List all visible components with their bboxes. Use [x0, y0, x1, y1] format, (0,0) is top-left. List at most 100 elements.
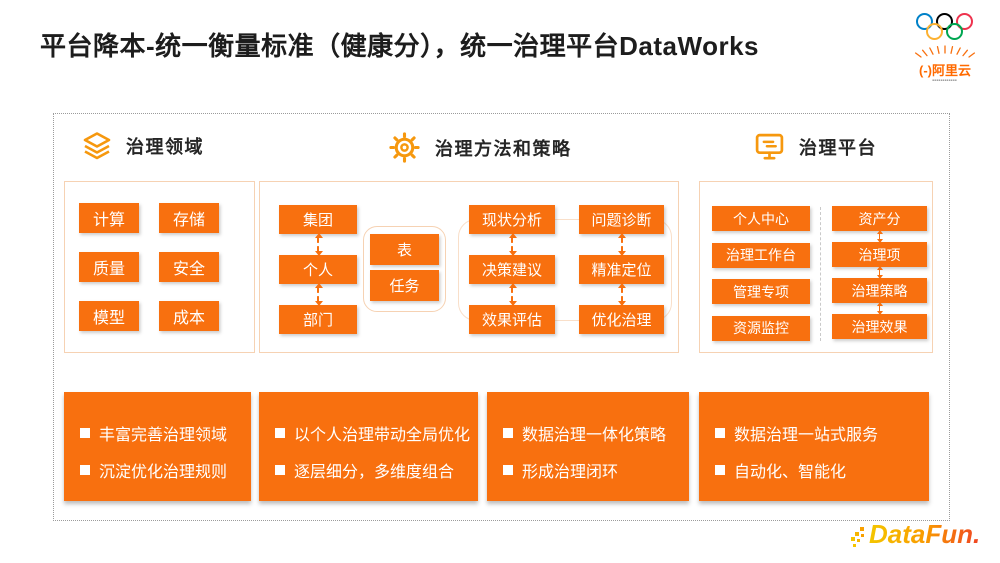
bullet-text: 数据治理一站式服务 [734, 427, 879, 444]
double-arrow-connector-icon [508, 283, 517, 306]
process-box: 决策建议 [469, 255, 555, 284]
domains-grid: 计算 存储 质量 安全 模型 成本 [65, 182, 254, 331]
alicloud-fineprint: ■■■■■■■■■■■■ [932, 79, 958, 82]
chain-box: 治理策略 [832, 278, 927, 303]
process-chain: 现状分析 决策建议 效果评估 [469, 205, 555, 334]
bullet-text: 以个人治理带动全局优化 [294, 427, 471, 444]
domain-box: 存储 [159, 203, 219, 233]
double-arrow-connector-icon [508, 233, 517, 256]
double-arrow-connector-icon [876, 302, 883, 315]
panel-platform: 个人中心 治理工作台 管理专项 资源监控 资产分 治理项 治理策略 治理效果 [699, 181, 933, 353]
bullet-square-icon [80, 465, 90, 475]
double-arrow-connector-icon [314, 283, 323, 306]
page-title: 平台降本-统一衡量标准（健康分），统一治理平台DataWorks [40, 31, 760, 61]
highlight-card: 以个人治理带动全局优化 逐层细分，多维度组合 [259, 392, 478, 501]
process-box: 效果评估 [469, 305, 555, 334]
panel-domains: 计算 存储 质量 安全 模型 成本 [64, 181, 255, 353]
bullet-text: 自动化、智能化 [734, 464, 847, 481]
bullet-text: 逐层细分，多维度组合 [294, 464, 455, 481]
ring-blue [916, 13, 933, 30]
ring-green [946, 23, 963, 40]
bullet-square-icon [715, 465, 725, 475]
alicloud-name: 阿里云 [931, 63, 971, 78]
domain-box: 安全 [159, 252, 219, 282]
process-box: 现状分析 [469, 205, 555, 234]
bullet-line: 沉淀优化治理规则 [80, 458, 245, 482]
datafun-pixels-icon [851, 527, 864, 547]
bullet-square-icon [715, 428, 725, 438]
datafun-wordmark: DataFun. [869, 519, 981, 549]
alicloud-wordmark: (-)阿里云 [919, 60, 971, 79]
action-box: 问题诊断 [579, 205, 664, 234]
bullet-line: 形成治理闭环 [503, 458, 683, 482]
platform-modules: 个人中心 治理工作台 管理专项 资源监控 [712, 206, 810, 341]
alicloud-olympic-logo: (-)阿里云 ■■■■■■■■■■■■ [901, 13, 989, 85]
bullet-text: 丰富完善治理领域 [99, 427, 228, 444]
ring-red [956, 13, 973, 30]
ring-black [936, 13, 953, 30]
bullet-line: 自动化、智能化 [715, 458, 923, 482]
panel-methods: 集团 个人 部门 表 任务 现状分析 决策建议 效果评估 问题诊断 精准定位 优… [259, 181, 679, 353]
platform-box: 管理专项 [712, 279, 810, 304]
object-box: 表 [370, 234, 439, 265]
chain-box: 资产分 [832, 206, 927, 231]
chain-box: 治理效果 [832, 314, 927, 339]
platform-box: 治理工作台 [712, 242, 810, 268]
section-label-domains: 治理领域 [126, 137, 204, 157]
bullet-line: 逐层细分，多维度组合 [275, 458, 472, 482]
bullet-square-icon [275, 465, 285, 475]
domain-box: 计算 [79, 203, 139, 233]
highlight-card: 数据治理一体化策略 形成治理闭环 [487, 392, 689, 501]
vertical-divider [820, 207, 821, 341]
action-chain: 问题诊断 精准定位 优化治理 [579, 205, 664, 334]
highlight-card: 数据治理一站式服务 自动化、智能化 [699, 392, 929, 501]
highlight-card: 丰富完善治理领域 沉淀优化治理规则 [64, 392, 251, 501]
bullet-text: 形成治理闭环 [522, 464, 619, 481]
double-arrow-connector-icon [618, 283, 626, 306]
org-box: 部门 [279, 305, 357, 334]
action-box: 优化治理 [579, 305, 664, 334]
domain-box: 模型 [79, 301, 139, 331]
rays-icon [914, 45, 976, 58]
org-box: 个人 [279, 255, 357, 284]
layers-icon [82, 131, 112, 161]
double-arrow-connector-icon [876, 230, 883, 243]
bullet-line: 丰富完善治理领域 [80, 421, 245, 445]
chain-box: 治理项 [832, 242, 927, 267]
gear-icon [388, 131, 421, 164]
domain-box: 成本 [159, 301, 219, 331]
platform-chain: 资产分 治理项 治理策略 治理效果 [832, 206, 927, 339]
bullet-text: 数据治理一体化策略 [522, 427, 667, 444]
domain-box: 质量 [79, 252, 139, 282]
platform-box: 资源监控 [712, 315, 810, 341]
org-box: 集团 [279, 205, 357, 234]
object-group: 表 任务 [363, 226, 446, 312]
object-box: 任务 [370, 270, 439, 301]
bullet-square-icon [503, 428, 513, 438]
section-header-methods: 治理方法和策略 [388, 131, 572, 164]
datafun-logo: DataFun. [851, 520, 980, 550]
section-label-platform: 治理平台 [799, 137, 877, 158]
monitor-icon [754, 131, 785, 162]
double-arrow-connector-icon [876, 266, 883, 279]
double-arrow-connector-icon [314, 233, 323, 256]
bullet-text: 沉淀优化治理规则 [99, 464, 228, 481]
bullet-line: 以个人治理带动全局优化 [275, 421, 472, 445]
double-arrow-connector-icon [618, 233, 626, 256]
platform-box: 个人中心 [712, 206, 810, 231]
bullet-square-icon [80, 428, 90, 438]
process-outline [458, 219, 672, 321]
content-frame: 治理领域 治理方法和策略 [53, 113, 950, 521]
bullet-line: 数据治理一站式服务 [715, 421, 923, 445]
ring-yellow [926, 23, 943, 40]
bullet-line: 数据治理一体化策略 [503, 421, 683, 445]
bullet-square-icon [275, 428, 285, 438]
action-box: 精准定位 [579, 255, 664, 284]
olympic-rings-icon [916, 13, 974, 43]
alicloud-mark: (-) [918, 63, 932, 78]
section-header-platform: 治理平台 [754, 131, 877, 162]
org-chain: 集团 个人 部门 [279, 205, 357, 334]
section-header-domains: 治理领域 [82, 131, 204, 161]
section-label-methods: 治理方法和策略 [435, 138, 572, 159]
bullet-square-icon [503, 465, 513, 475]
